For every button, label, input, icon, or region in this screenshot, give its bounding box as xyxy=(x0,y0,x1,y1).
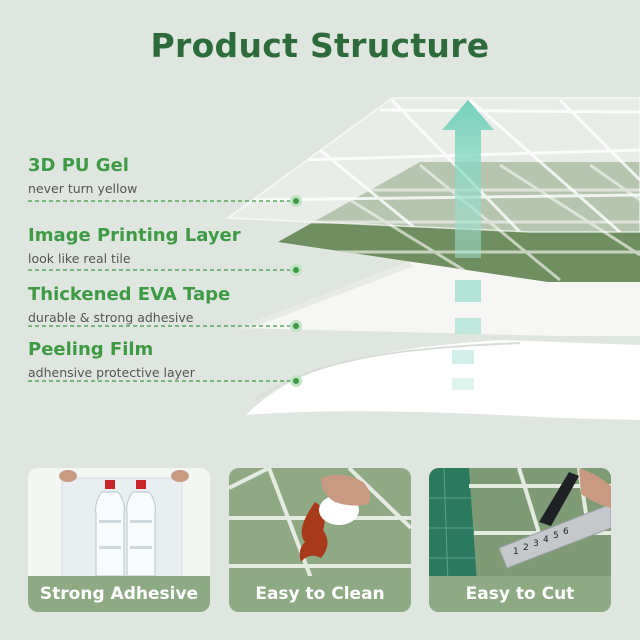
page-title: Product Structure xyxy=(150,26,490,65)
leader-dots xyxy=(290,195,302,387)
layer-desc: durable & strong adhesive xyxy=(28,310,194,325)
ruler-numbers: 1 2 3 4 5 6 xyxy=(513,527,569,557)
layer-desc: adhensive protective layer xyxy=(28,365,195,380)
feature-label: Easy to Clean xyxy=(229,576,411,612)
layer-label-eva-tape: Thickened EVA Tape durable & strong adhe… xyxy=(28,284,230,325)
leader-lines xyxy=(28,200,290,382)
svg-text:2: 2 xyxy=(523,543,529,553)
svg-text:1: 1 xyxy=(513,547,519,557)
svg-text:5: 5 xyxy=(553,531,559,541)
layer-label-peeling-film: Peeling Film adhensive protective layer xyxy=(28,339,195,380)
feature-label: Strong Adhesive xyxy=(28,576,210,612)
layer-label-pu-gel: 3D PU Gel never turn yellow xyxy=(28,155,137,196)
layer-name: Image Printing Layer xyxy=(28,225,241,246)
layer-desc: look like real tile xyxy=(28,251,131,266)
feature-card-easy-to-clean: Easy to Clean xyxy=(229,468,411,612)
layer-name: 3D PU Gel xyxy=(28,155,129,176)
feature-label: Easy to Cut xyxy=(429,576,611,612)
layer-desc: never turn yellow xyxy=(28,181,138,196)
peeling-film-shadow xyxy=(254,342,521,401)
layer-label-image-printing: Image Printing Layer look like real tile xyxy=(28,225,241,266)
svg-text:3: 3 xyxy=(533,539,539,549)
feature-card-strong-adhesive: Strong Adhesive xyxy=(28,468,210,612)
layer-name: Thickened EVA Tape xyxy=(28,284,231,305)
svg-text:6: 6 xyxy=(563,527,569,537)
svg-text:4: 4 xyxy=(543,535,549,545)
upward-arrow-icon xyxy=(442,100,494,390)
layer-name: Peeling Film xyxy=(28,339,154,360)
feature-card-easy-to-cut: 1 2 3 4 5 6 Easy to Cut xyxy=(429,468,611,612)
peeling-film-layer xyxy=(246,340,640,420)
